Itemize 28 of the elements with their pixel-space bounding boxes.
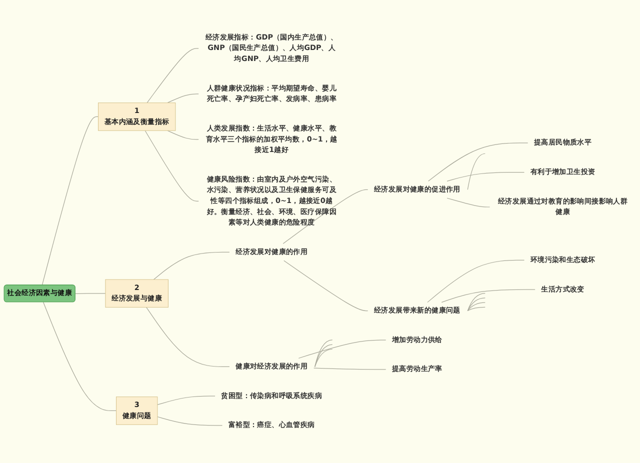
connector-line (157, 416, 223, 426)
connector-line (167, 94, 199, 104)
connector-line (446, 198, 490, 208)
connector-line (146, 307, 230, 368)
connector-line (75, 293, 106, 294)
connector-line (427, 260, 525, 303)
connector-line (282, 189, 368, 244)
connector-line (428, 142, 528, 182)
connector-line (467, 306, 486, 312)
connector-line (314, 340, 333, 368)
connector-line (146, 48, 199, 104)
connector-line (144, 130, 199, 202)
connector-line (42, 116, 99, 286)
connector-line (467, 153, 486, 190)
connector-line (441, 289, 536, 303)
connector-line (467, 298, 486, 312)
connector-line (314, 344, 333, 368)
connector-line (167, 130, 199, 140)
connector-line (284, 260, 368, 312)
connector-line (314, 368, 386, 370)
connector-line (153, 252, 230, 280)
connector-line (446, 172, 525, 182)
connector-line (157, 396, 216, 406)
connector-line (298, 340, 386, 359)
connector-line (467, 293, 486, 312)
connector-line (42, 302, 117, 412)
connector-line (467, 302, 486, 312)
connector-line (314, 348, 333, 368)
